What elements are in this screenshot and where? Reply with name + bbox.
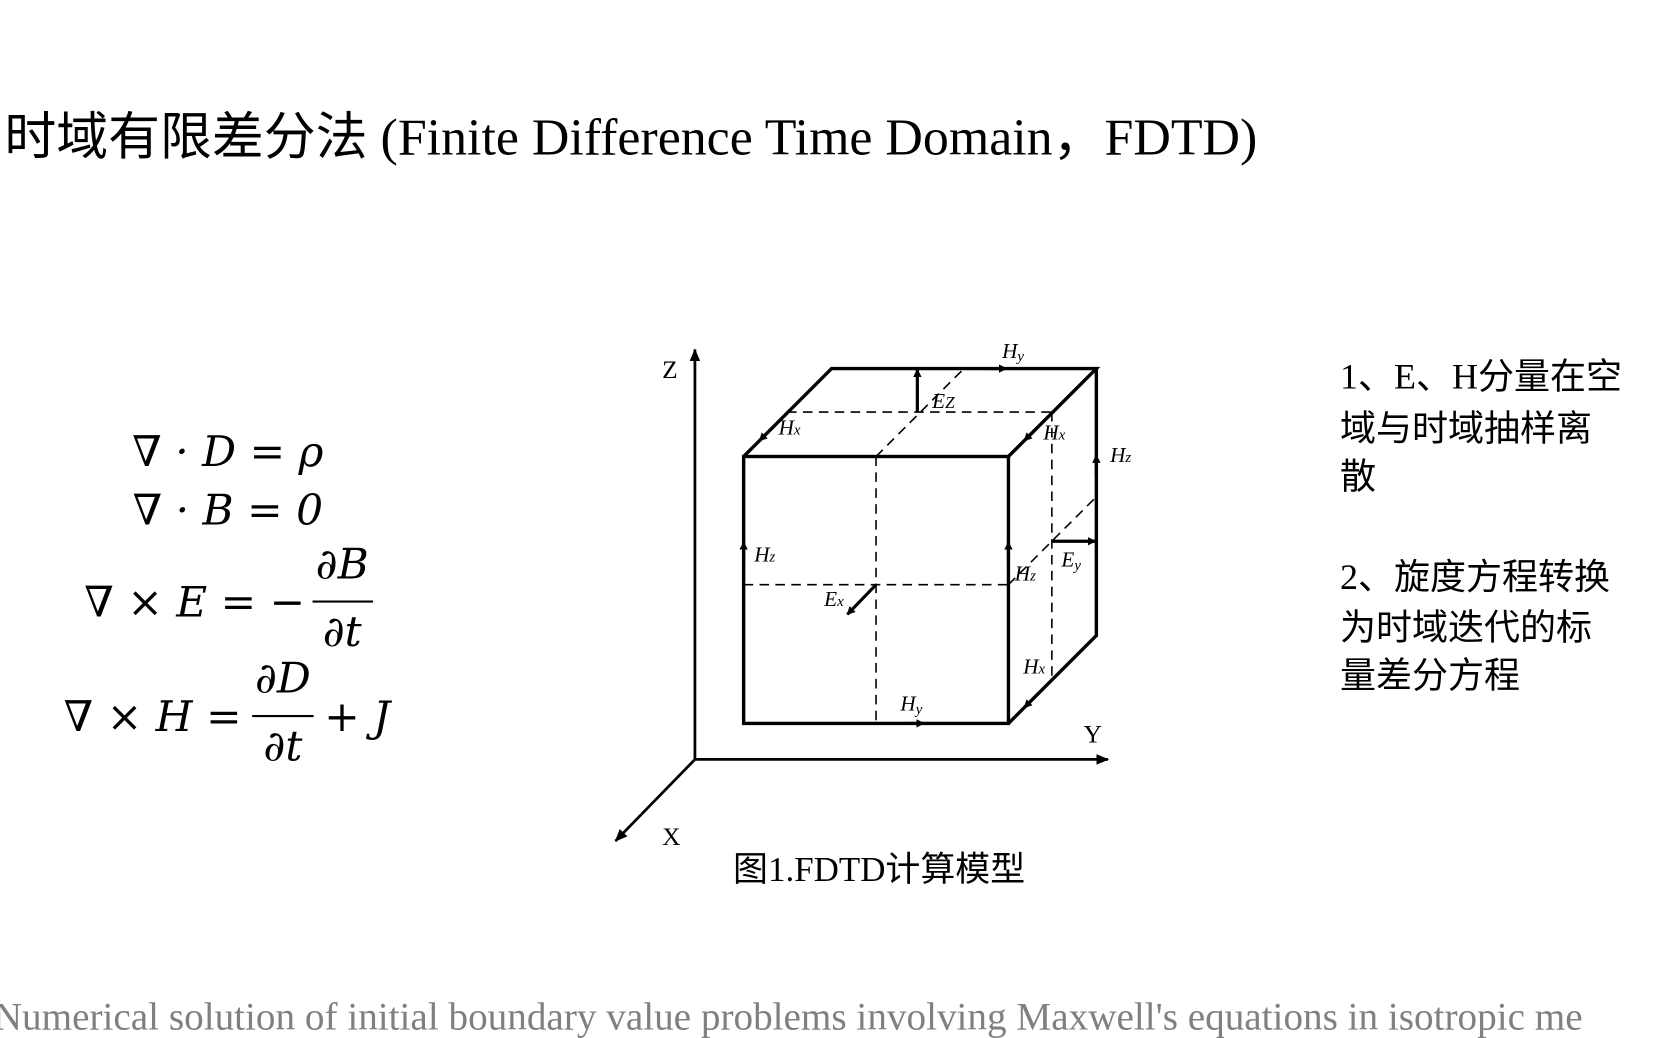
z-axis-label: Z — [662, 356, 678, 384]
label-hz-back: Hz — [1109, 443, 1131, 467]
label-hz-front-right: Hz — [1014, 561, 1036, 585]
note-1-line-2: 域与时域抽样离 — [1340, 409, 1592, 449]
label-hy-top: Hy — [1001, 339, 1024, 365]
x-axis — [614, 758, 696, 842]
label-ex: Ex — [823, 587, 844, 611]
equation-gauss-b: ∇ · B = 0 — [133, 485, 323, 534]
footer-reference: Numerical solution of initial boundary v… — [0, 996, 1583, 1038]
label-ey: Ey — [1060, 548, 1081, 574]
label-ez: EZ — [931, 389, 955, 413]
label-hx-top-left: Hx — [778, 415, 801, 439]
maxwell-equations: ∇ · D = ρ ∇ · B = 0 ∇ × E = − ∂B ∂t ∇ × … — [64, 427, 392, 770]
dashed-line — [875, 368, 965, 458]
equation-faraday-denominator: ∂t — [323, 607, 363, 656]
note-1-line-1: 1、E、H分量在空 — [1340, 357, 1622, 397]
equation-ampere-denominator: ∂t — [263, 721, 303, 770]
label-hx-top-right: Hx — [1042, 421, 1065, 445]
equation-ampere-right: + J — [324, 692, 392, 741]
x-axis-label: X — [662, 823, 680, 851]
figure-caption: 图1.FDTD计算模型 — [733, 850, 1025, 889]
label-hy-bottom: Hy — [899, 692, 922, 718]
equation-ampere-numerator: ∂D — [255, 654, 311, 703]
cube-top-face — [742, 366, 1101, 458]
fdtd-figure: Z Y X Hy EZ Hx Hx Hz Hz — [614, 339, 1131, 889]
cube-front-face — [741, 454, 1011, 726]
note-2-line-1: 2、旋度方程转换 — [1340, 557, 1610, 597]
page-title: 时域有限差分法 (Finite Difference Time Domain，F… — [4, 110, 1257, 167]
note-2-line-3: 量差分方程 — [1340, 655, 1520, 695]
notes: 1、E、H分量在空 域与时域抽样离 散 2、旋度方程转换 为时域迭代的标 量差分… — [1340, 357, 1622, 696]
note-2-line-2: 为时域迭代的标 — [1340, 608, 1592, 648]
equation-faraday-numerator: ∂B — [316, 539, 369, 588]
y-axis-label: Y — [1084, 720, 1102, 748]
hx-top-left-arrow — [758, 425, 775, 442]
ex-arrow — [846, 583, 878, 616]
note-1-line-3: 散 — [1340, 456, 1376, 496]
hx-top-right-arrow — [1023, 425, 1040, 442]
label-hx-bottom: Hx — [1022, 655, 1045, 679]
equation-gauss-d: ∇ · D = ρ — [132, 427, 323, 476]
hx-bottom-arrow — [1023, 690, 1042, 709]
equation-ampere-left: ∇ × H = — [64, 692, 242, 741]
dashed-line — [1007, 496, 1097, 586]
label-hz-front-left: Hz — [753, 542, 775, 566]
equation-faraday-left: ∇ × E = − — [84, 577, 305, 626]
